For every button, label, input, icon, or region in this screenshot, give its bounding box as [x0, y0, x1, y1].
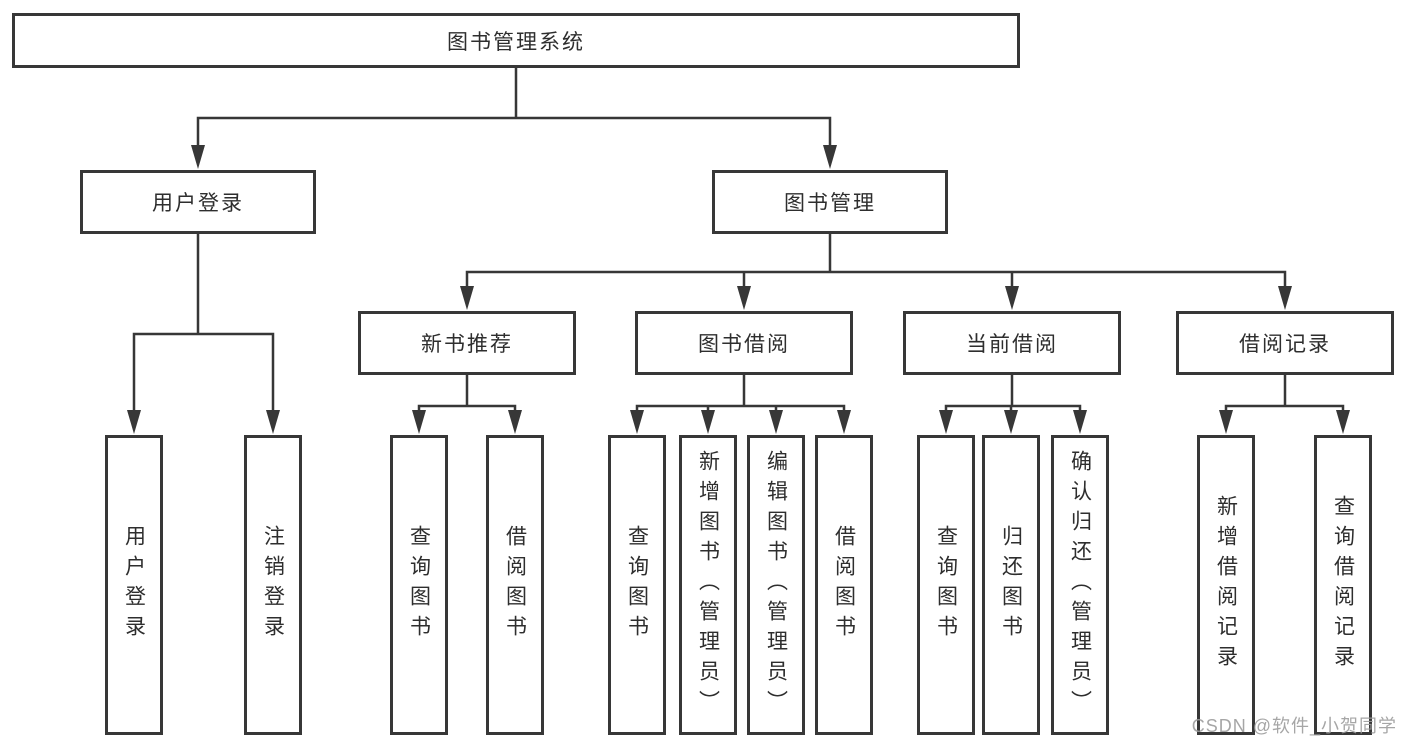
leaf-query-borrow-record: 查询借阅记录	[1314, 435, 1372, 735]
node-book-borrow: 图书借阅	[635, 311, 853, 375]
csdn-watermark: CSDN @软件_小贺同学	[1191, 716, 1397, 736]
node-current-borrow: 当前借阅	[903, 311, 1121, 375]
node-library-management-system: 图书管理系统	[12, 13, 1020, 68]
leaf-query-books-current: 查询图书	[917, 435, 975, 735]
connector-userlogin-to-leaves	[132, 232, 275, 416]
connector-currentborrow-to-leaves	[944, 373, 1082, 416]
node-new-book-recommend: 新书推荐	[358, 311, 576, 375]
leaf-logout: 注销登录	[244, 435, 302, 735]
leaf-return-books: 归还图书	[982, 435, 1040, 735]
leaf-query-books-borrow: 查询图书	[608, 435, 666, 735]
leaf-confirm-return-admin: 确认归还（管理员）	[1051, 435, 1109, 735]
connector-root-to-level2	[196, 66, 832, 152]
connector-bookborrow-to-leaves	[635, 373, 846, 416]
connector-newbook-to-leaves	[417, 373, 517, 416]
leaf-borrow-books: 借阅图书	[815, 435, 873, 735]
leaf-query-books-recommend: 查询图书	[390, 435, 448, 735]
connector-bookmgmt-to-level3	[465, 232, 1287, 292]
leaf-add-borrow-record: 新增借阅记录	[1197, 435, 1255, 735]
leaf-add-books-admin: 新增图书（管理员）	[679, 435, 737, 735]
node-borrow-records: 借阅记录	[1176, 311, 1394, 375]
leaf-user-login: 用户登录	[105, 435, 163, 735]
node-book-management: 图书管理	[712, 170, 948, 234]
leaf-borrow-books-recommend: 借阅图书	[486, 435, 544, 735]
leaf-edit-books-admin: 编辑图书（管理员）	[747, 435, 805, 735]
node-user-login: 用户登录	[80, 170, 316, 234]
arrowheads	[127, 145, 1350, 434]
connector-borrowrecords-to-leaves	[1224, 373, 1345, 416]
